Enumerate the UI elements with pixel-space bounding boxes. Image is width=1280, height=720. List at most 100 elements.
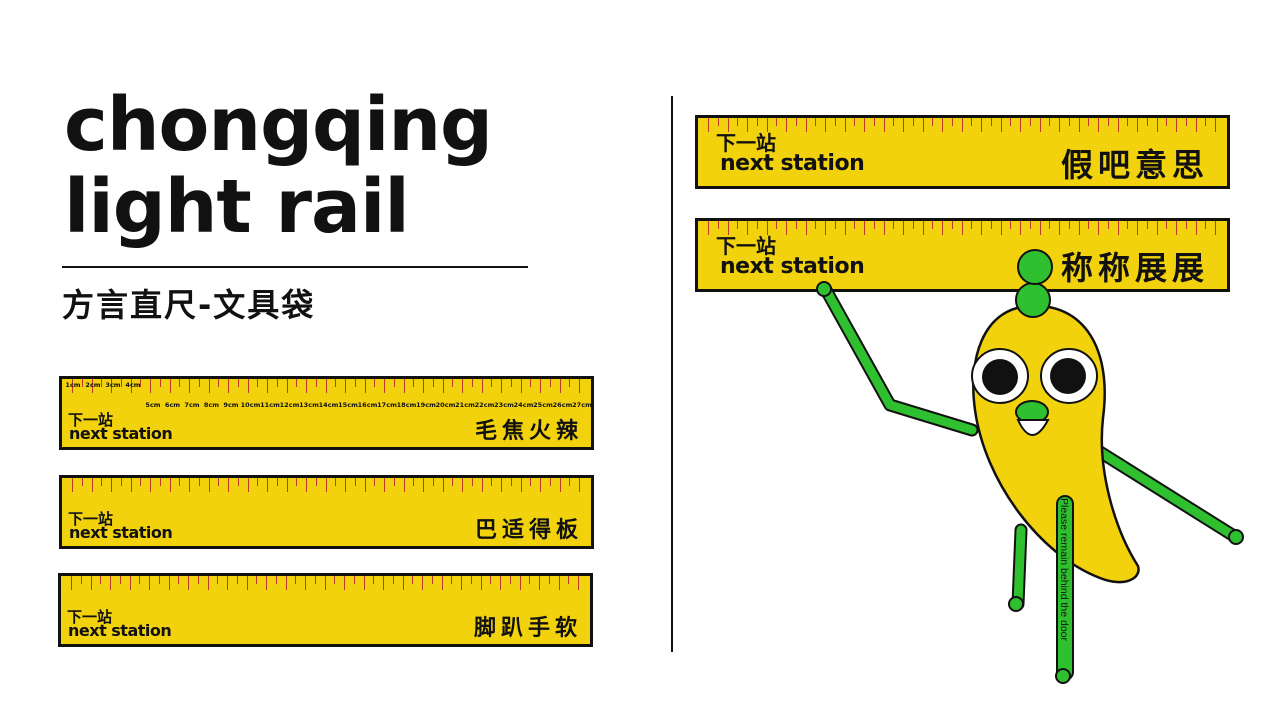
ruler-tick [578,576,579,590]
ruler-tick [747,118,748,132]
ruler-tick [1049,118,1051,126]
ruler-tick [81,478,83,486]
mascot-hand-right [1228,529,1244,545]
ruler-tick [364,478,366,492]
ruler-tick [500,576,501,590]
ruler-tick [1098,118,1099,132]
dialect-phrase: 巴适得板 [474,518,583,543]
ruler-tick [286,478,288,492]
ruler-tick [325,379,327,393]
cm-label: 17cm [377,401,397,409]
ruler-tick [179,379,181,387]
ruler-ticks [698,118,1227,186]
ruler-tick [548,576,550,584]
ruler-tick [296,379,298,387]
ruler-tick [159,478,161,486]
ruler-tick [413,478,415,486]
ruler-tick [101,478,103,486]
ruler-tick [491,478,493,486]
ruler-tick [490,576,492,584]
ruler-tick [189,379,190,393]
ruler-tick [854,221,856,229]
ruler-tick [903,118,904,132]
ruler-tick [150,478,151,492]
ruler-tick [558,576,560,590]
next-station-zh: 下一站 [67,608,113,626]
ruler-tick [510,379,512,387]
ruler-tick [315,379,317,387]
ruler-tick [471,478,473,486]
ruler-tick [422,576,423,590]
ruler-tick [1068,221,1070,229]
ruler-tick [423,379,424,393]
ruler-tick [737,118,739,126]
ruler-tick [481,478,483,492]
cm-label: 27cm [572,401,592,409]
ruler-tick [795,118,797,126]
ruler-tick [491,379,493,387]
ruler-tick [236,576,238,584]
ruler-tick [727,118,729,132]
ruler-tick [834,221,836,229]
ruler-tick [922,221,924,235]
ruler-tick [776,221,778,229]
next-station-zh: 下一站 [68,510,114,528]
ruler-tick [423,478,424,492]
ruler-right-2: 下一站 next station 称称展展 [695,218,1230,292]
next-station-en: next station [68,621,172,640]
ruler-tick [383,576,384,590]
ruler-tick [1146,118,1148,126]
ruler-tick [805,118,807,132]
ruler-tick [786,118,787,132]
ruler-tick [1107,118,1109,126]
ruler-tick [178,576,180,584]
ruler-tick [481,379,483,393]
ruler-tick [501,478,502,492]
dialect-phrase: 毛焦火辣 [474,419,583,444]
ruler-ticks [62,379,591,447]
cm-label: 13cm [299,401,319,409]
ruler-tick [373,576,375,584]
ruler-tick [198,478,200,486]
ruler-tick [169,379,171,393]
ruler-tick [91,478,93,492]
ruler-tick [305,576,306,590]
ruler-left-3: 下一站 next station 脚趴手软 [58,573,593,647]
ruler-tick [971,118,973,126]
ruler-tick [942,221,943,235]
ruler-tick [981,221,982,235]
cm-label: 25cm [533,401,553,409]
ruler-tick [392,576,394,584]
ruler-tick [795,221,797,229]
ruler-tick [559,379,561,393]
ruler-tick [990,118,992,126]
ruler-tick [228,379,229,393]
ruler-tick [208,478,210,492]
ruler-tick [510,478,512,486]
ruler-tick [893,118,895,126]
ruler-tick [276,379,278,387]
cm-label: 15cm [338,401,358,409]
ruler-tick [912,221,914,229]
cm-label: 19cm [416,401,436,409]
next-station-en: next station [720,151,865,176]
ruler-right-1: 下一站 next station 假吧意思 [695,115,1230,189]
ruler-tick [520,379,522,393]
ruler-tick [1127,118,1129,126]
ruler-tick [1000,221,1002,235]
ruler-tick [168,576,170,590]
cm-label: 11cm [260,401,280,409]
ruler-tick [189,478,190,492]
page-title: chongqing light rail [64,84,493,248]
cm-label: 21cm [455,401,475,409]
ruler-tick [335,478,337,486]
ruler-tick [228,478,229,492]
ruler-tick [403,379,405,393]
cm-label: 23cm [494,401,514,409]
ruler-tick [1107,221,1109,229]
cm-label: 6cm [164,401,181,409]
ruler-tick [1215,118,1216,132]
ruler-tick [334,576,336,584]
ruler-tick [158,576,160,584]
cm-label: 3cm [105,381,121,389]
